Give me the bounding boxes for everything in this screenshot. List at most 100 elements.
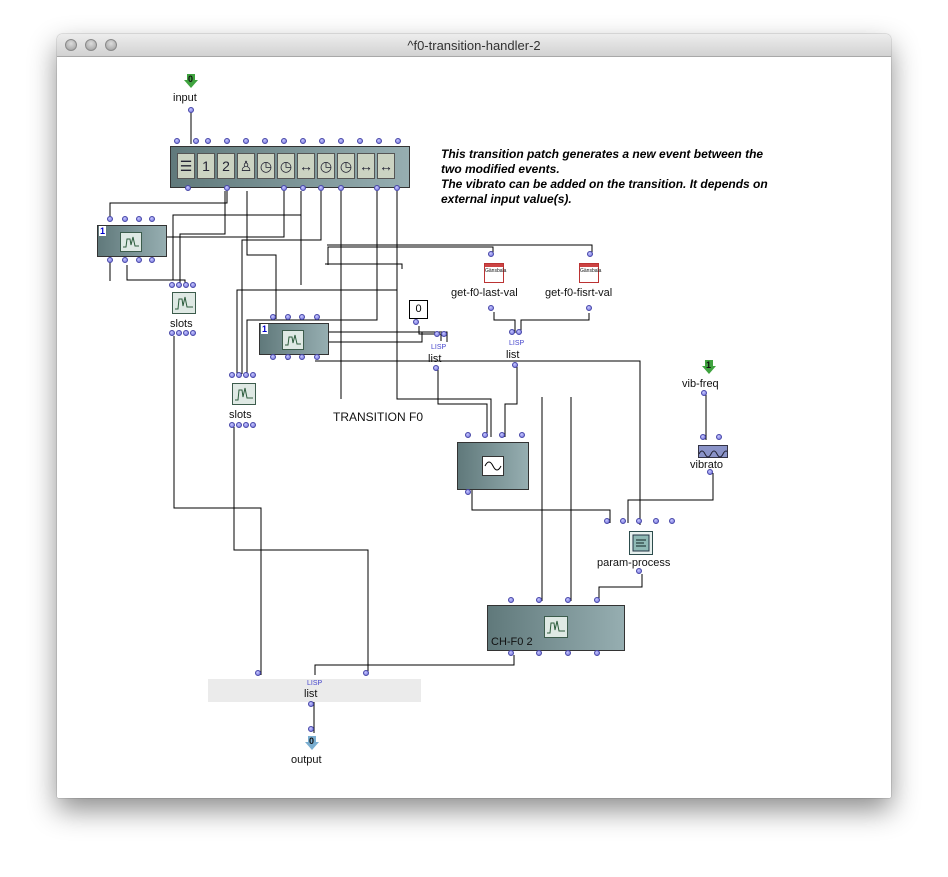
port[interactable] <box>229 422 235 428</box>
port[interactable] <box>285 354 291 360</box>
port[interactable] <box>243 422 249 428</box>
port[interactable] <box>300 138 306 144</box>
function-icon[interactable]: Gänsbala <box>484 263 506 283</box>
port[interactable] <box>512 362 518 368</box>
port[interactable] <box>285 314 291 320</box>
output-arrow-icon[interactable] <box>305 736 319 750</box>
port[interactable] <box>183 330 189 336</box>
outlet[interactable] <box>188 107 194 113</box>
port[interactable] <box>193 138 199 144</box>
port[interactable] <box>465 489 471 495</box>
param-process-icon[interactable] <box>629 531 653 555</box>
port[interactable] <box>482 432 488 438</box>
port[interactable] <box>190 282 196 288</box>
port[interactable] <box>488 305 494 311</box>
port[interactable] <box>308 726 314 732</box>
port[interactable] <box>122 257 128 263</box>
port[interactable] <box>281 138 287 144</box>
port[interactable] <box>338 185 344 191</box>
port[interactable] <box>107 216 113 222</box>
port[interactable] <box>224 138 230 144</box>
close-button[interactable] <box>65 39 77 51</box>
port[interactable] <box>229 372 235 378</box>
port[interactable] <box>433 365 439 371</box>
port[interactable] <box>465 432 471 438</box>
port[interactable] <box>363 670 369 676</box>
port[interactable] <box>314 354 320 360</box>
port[interactable] <box>299 354 305 360</box>
port[interactable] <box>604 518 610 524</box>
port[interactable] <box>636 518 642 524</box>
port[interactable] <box>176 330 182 336</box>
port[interactable] <box>357 138 363 144</box>
port[interactable] <box>300 185 306 191</box>
port[interactable] <box>653 518 659 524</box>
port[interactable] <box>174 138 180 144</box>
port[interactable] <box>176 282 182 288</box>
port[interactable] <box>270 314 276 320</box>
port[interactable] <box>250 372 256 378</box>
minimize-button[interactable] <box>85 39 97 51</box>
port[interactable] <box>318 185 324 191</box>
port[interactable] <box>441 331 447 337</box>
port[interactable] <box>413 319 419 325</box>
port[interactable] <box>669 518 675 524</box>
port[interactable] <box>488 251 494 257</box>
port[interactable] <box>565 597 571 603</box>
port[interactable] <box>508 597 514 603</box>
port[interactable] <box>636 568 642 574</box>
zoom-button[interactable] <box>105 39 117 51</box>
port[interactable] <box>701 390 707 396</box>
port[interactable] <box>190 330 196 336</box>
port[interactable] <box>565 650 571 656</box>
input-arrow-icon[interactable] <box>184 74 198 88</box>
class-box-left[interactable]: 1 <box>97 225 167 257</box>
input-arrow-icon[interactable] <box>702 360 716 374</box>
port[interactable] <box>205 138 211 144</box>
generator-box[interactable] <box>457 442 529 490</box>
port[interactable] <box>236 422 242 428</box>
port[interactable] <box>243 138 249 144</box>
output-list-box[interactable]: LISP list <box>208 679 421 702</box>
port[interactable] <box>395 138 401 144</box>
port[interactable] <box>707 469 713 475</box>
port[interactable] <box>716 434 722 440</box>
port[interactable] <box>107 257 113 263</box>
port[interactable] <box>308 701 314 707</box>
port[interactable] <box>394 185 400 191</box>
port[interactable] <box>149 257 155 263</box>
port[interactable] <box>376 138 382 144</box>
function-icon[interactable]: Gänsbala <box>579 263 601 283</box>
port[interactable] <box>508 650 514 656</box>
vibrato-icon[interactable] <box>698 445 730 458</box>
port[interactable] <box>374 185 380 191</box>
port[interactable] <box>587 251 593 257</box>
port[interactable] <box>700 434 706 440</box>
port[interactable] <box>299 314 305 320</box>
port[interactable] <box>250 422 256 428</box>
port[interactable] <box>519 432 525 438</box>
port[interactable] <box>262 138 268 144</box>
port[interactable] <box>509 329 515 335</box>
port[interactable] <box>536 650 542 656</box>
port[interactable] <box>499 432 505 438</box>
port[interactable] <box>338 138 344 144</box>
title-bar[interactable]: ^f0-transition-handler-2 <box>57 34 891 57</box>
port[interactable] <box>536 597 542 603</box>
port[interactable] <box>236 372 242 378</box>
port[interactable] <box>516 329 522 335</box>
port[interactable] <box>122 216 128 222</box>
port[interactable] <box>314 314 320 320</box>
class-box-middle[interactable]: 1 <box>259 323 329 355</box>
port[interactable] <box>169 330 175 336</box>
port[interactable] <box>136 257 142 263</box>
port[interactable] <box>319 138 325 144</box>
chf0-box[interactable]: CH-F0 2 <box>487 605 625 651</box>
port[interactable] <box>224 185 230 191</box>
port[interactable] <box>169 282 175 288</box>
port[interactable] <box>434 331 440 337</box>
port[interactable] <box>149 216 155 222</box>
number-box[interactable]: 0 <box>409 300 428 319</box>
